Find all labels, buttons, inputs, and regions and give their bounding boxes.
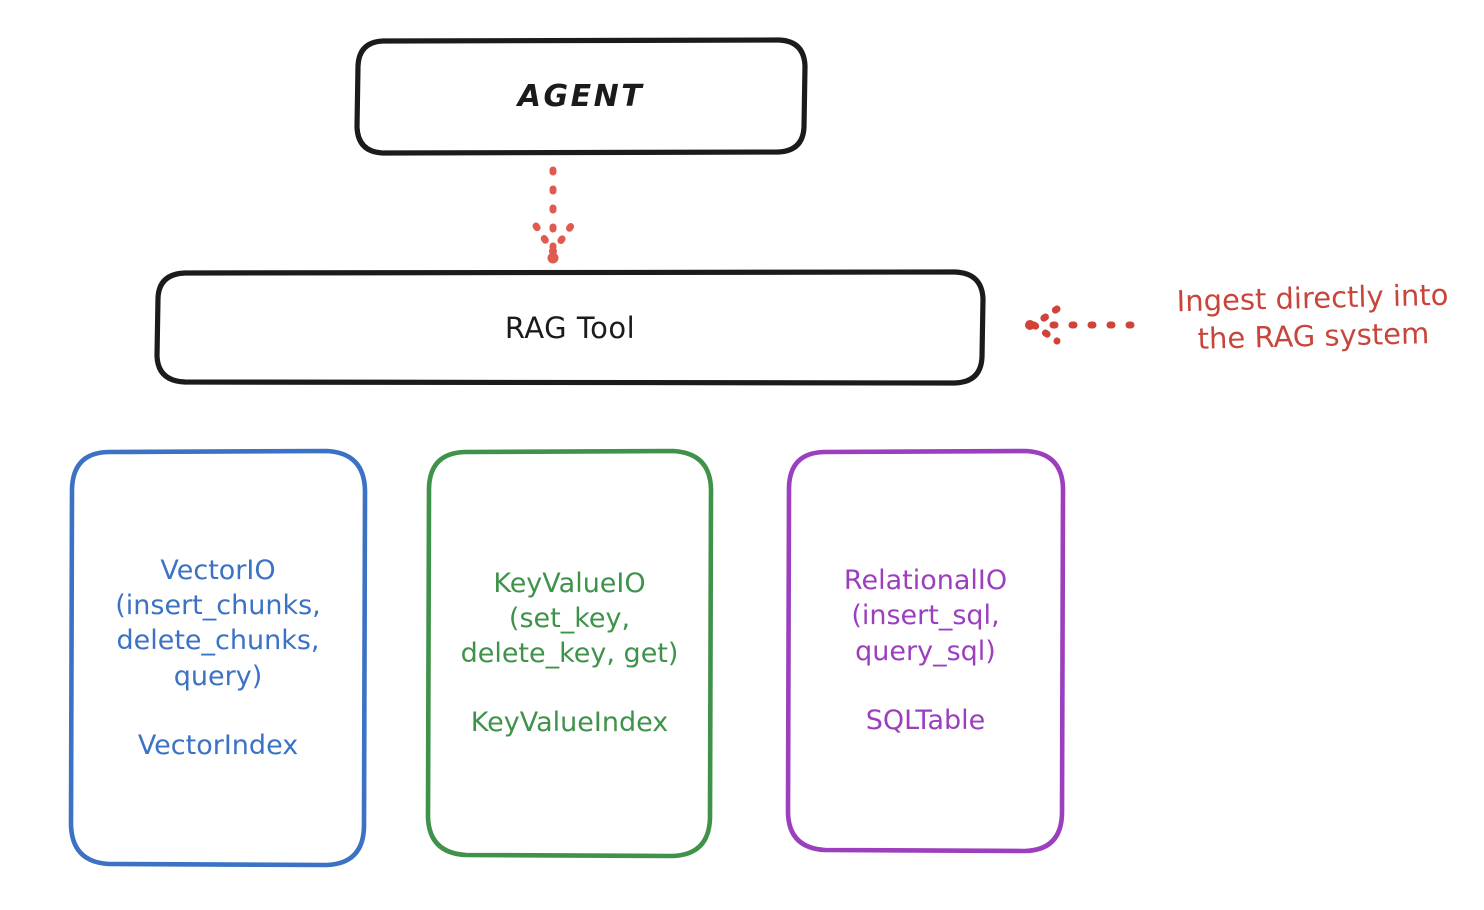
keyvalueio-index-label: KeyValueIndex (470, 707, 669, 739)
vectorio-box-outline (68, 448, 368, 868)
rag-tool-box-outline (154, 269, 986, 386)
connector-agent-to-rag-tool-icon (532, 166, 575, 264)
node-relationalio[interactable]: RelationalIO (insert_sql, query_sql) SQL… (788, 450, 1063, 851)
agent-label: AGENT (517, 79, 645, 114)
relationalio-index-label: SQLTable (865, 704, 986, 736)
node-keyvalueio[interactable]: KeyValueIO (set_key, delete_key, get) Ke… (428, 450, 711, 856)
relationalio-box-outline (785, 448, 1066, 854)
connector-ingest-to-rag-tool-icon (1025, 305, 1135, 345)
vectorio-index-label: VectorIndex (137, 729, 299, 761)
rag-tool-label: RAG Tool (504, 310, 636, 345)
annotation-ingest-label: Ingest directly into the RAG system (1176, 277, 1449, 357)
vectorio-api-label: VectorIO (insert_chunks, delete_chunks, … (115, 555, 321, 692)
keyvalueio-api-label: KeyValueIO (set_key, delete_key, get) (460, 567, 679, 669)
node-rag-tool[interactable]: RAG Tool (157, 272, 983, 383)
relationalio-api-label: RelationalIO (insert_sql, query_sql) (843, 565, 1008, 667)
node-agent[interactable]: AGENT (357, 40, 805, 153)
node-vectorio[interactable]: VectorIO (insert_chunks, delete_chunks, … (70, 450, 366, 866)
agent-box-outline (354, 37, 808, 156)
keyvalueio-box-outline (425, 448, 714, 859)
